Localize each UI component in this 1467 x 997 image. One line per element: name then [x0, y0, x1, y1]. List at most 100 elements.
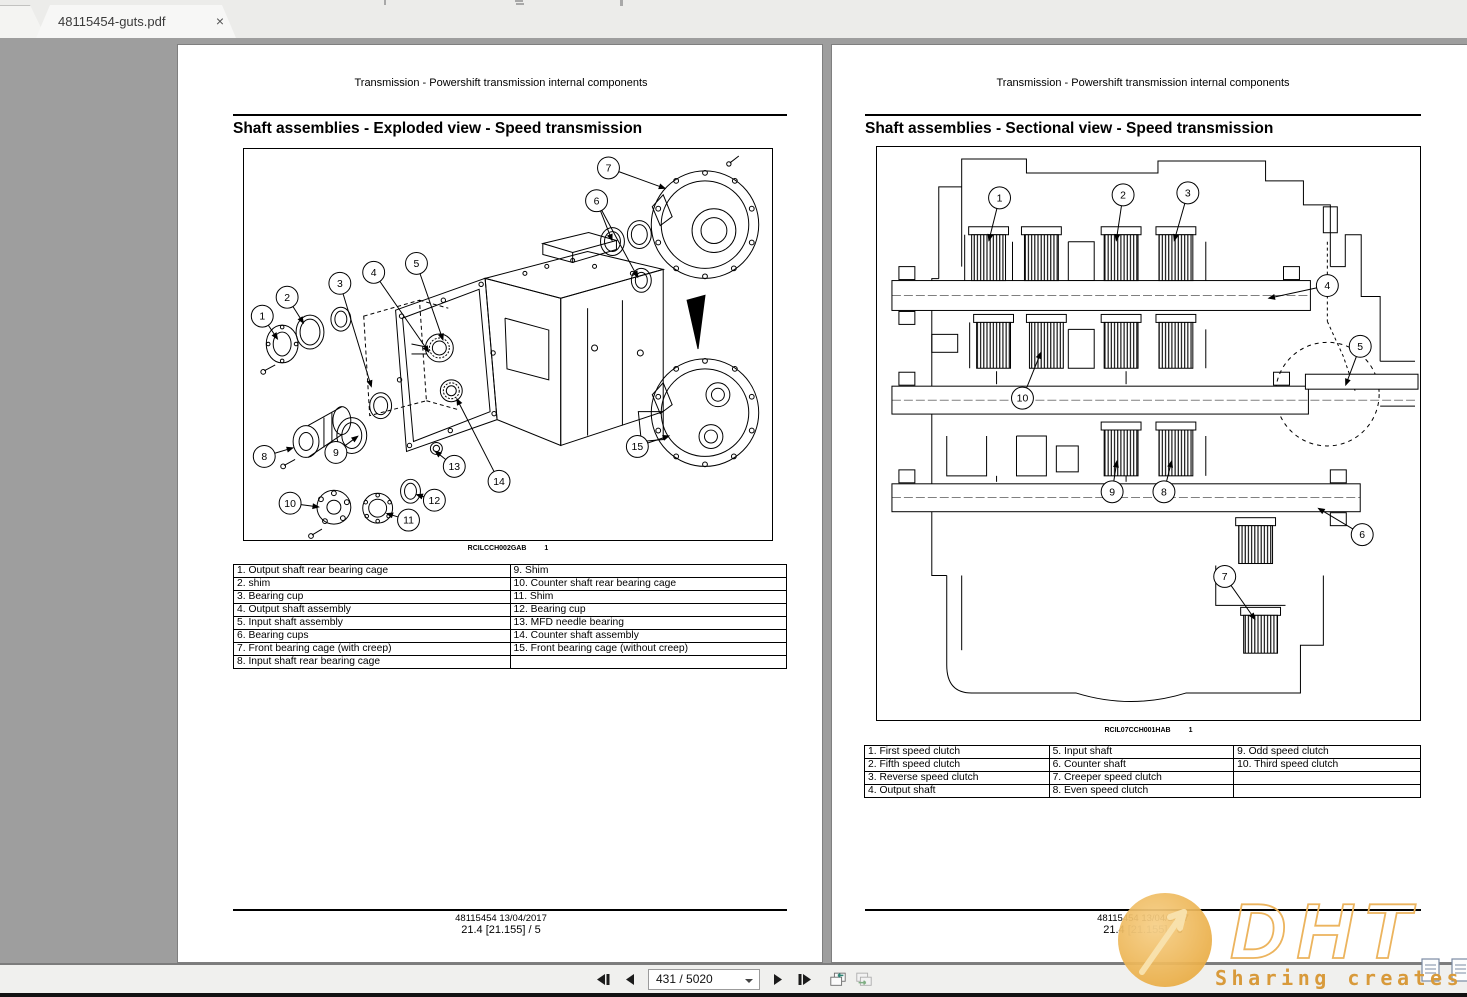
- callout-number: 14: [493, 477, 505, 488]
- previous-page-button[interactable]: [621, 972, 639, 986]
- pdf-page-left: Transmission - Powershift transmission i…: [177, 44, 823, 963]
- figure-number: 1: [544, 545, 549, 552]
- callout-number: 3: [337, 279, 343, 290]
- table-cell: 7. Creeper speed clutch: [1048, 771, 1235, 785]
- callout-number: 6: [1359, 530, 1365, 541]
- table-cell: 7. Front bearing cage (with creep): [233, 642, 511, 656]
- callout-number: 9: [333, 448, 339, 459]
- page-thumbnail-icons[interactable]: [1420, 955, 1467, 989]
- pdf-page-right: Transmission - Powershift transmission i…: [831, 44, 1467, 963]
- callout-balloon: [362, 260, 386, 284]
- table-cell: 9. Odd speed clutch: [1233, 745, 1421, 759]
- next-page-button[interactable]: [769, 972, 787, 986]
- callout-number: 2: [284, 293, 290, 304]
- table-cell: 10. Counter shaft rear bearing cage: [509, 577, 787, 591]
- footer-section-page: 21.4 [21.155] / 5: [461, 924, 541, 936]
- callout-balloon: [1100, 480, 1124, 504]
- previous-view-button[interactable]: [829, 972, 847, 986]
- section-link[interactable]: [21.155]: [1127, 924, 1168, 936]
- callout-number: 6: [594, 196, 600, 207]
- pdf-navigation-toolbar: 431 / 5020: [0, 963, 1467, 993]
- clipped-toolbar-glyph: [515, 0, 523, 2]
- callout-number: 8: [1161, 487, 1167, 498]
- callout-balloon: [250, 304, 274, 328]
- table-cell: [509, 655, 787, 669]
- callout-balloon: [275, 285, 299, 309]
- callout-balloon: [397, 508, 420, 532]
- table-row: 8. Input shaft rear bearing cage: [233, 655, 787, 669]
- callout-number: 7: [606, 163, 612, 174]
- table-cell: 8. Input shaft rear bearing cage: [233, 655, 511, 669]
- table-cell: 15. Front bearing cage (without creep): [509, 642, 787, 656]
- callout-balloon: [442, 454, 466, 478]
- callout-number: 5: [414, 259, 420, 270]
- tab-pdf-document[interactable]: 48115454-guts.pdf ×: [36, 5, 236, 38]
- footer-doc-number: 48115454 13/04/2017: [455, 913, 547, 924]
- callout-number: 4: [1324, 281, 1330, 292]
- callout-balloon: [1213, 565, 1237, 588]
- callout-number: 10: [1017, 394, 1029, 405]
- table-cell: 5. Input shaft: [1048, 745, 1235, 759]
- callout-number: 2: [1120, 190, 1126, 201]
- next-view-button[interactable]: [855, 972, 873, 986]
- callout-number: 11: [403, 516, 414, 527]
- table-cell: 9. Shim: [509, 564, 787, 578]
- footer-rule: [233, 909, 787, 911]
- callout-balloon: [278, 491, 302, 515]
- first-page-button[interactable]: [594, 972, 612, 986]
- table-row: 7. Front bearing cage (with creep)15. Fr…: [233, 642, 787, 656]
- page-header: Transmission - Powershift transmission i…: [996, 77, 1290, 89]
- tab-close-icon[interactable]: ×: [215, 13, 224, 29]
- callout-number: 1: [997, 193, 1003, 204]
- callout-balloon: [585, 189, 608, 213]
- callout-number: 5: [1357, 342, 1363, 353]
- callout-number: 10: [284, 499, 296, 510]
- callout-balloon: [252, 444, 276, 468]
- callout-balloon: [1350, 523, 1374, 547]
- footer-rule: [865, 909, 1421, 911]
- page-title: Shaft assemblies - Exploded view - Speed…: [233, 120, 643, 137]
- table-cell: [1233, 771, 1421, 785]
- callout-balloon: [324, 441, 348, 464]
- callout-balloon: [422, 488, 446, 512]
- table-cell: 10. Third speed clutch: [1233, 758, 1421, 772]
- callout-number: 4: [371, 268, 377, 279]
- table-cell: 4. Output shaft: [864, 784, 1050, 798]
- table-cell: 12. Bearing cup: [509, 603, 787, 617]
- callout-number: 7: [1222, 572, 1228, 583]
- callout-number: 9: [1109, 487, 1115, 498]
- table-cell: 6. Counter shaft: [1048, 758, 1235, 772]
- callout-balloon: [487, 469, 511, 493]
- callout-number: 12: [429, 496, 441, 507]
- last-page-button[interactable]: [796, 972, 814, 986]
- callout-balloon: [1315, 274, 1339, 298]
- clipped-toolbar-glyph: [516, 3, 524, 5]
- callout-number: 13: [448, 462, 460, 473]
- callout-balloon: [1176, 181, 1200, 205]
- footer-section-page: 21.4 [21.155] / 6: [1103, 924, 1183, 936]
- table-cell: 11. Shim: [509, 590, 787, 604]
- page-title: Shaft assemblies - Sectional view - Spee…: [865, 120, 1274, 137]
- page-dropdown-caret-icon[interactable]: [745, 978, 753, 983]
- window-bottom-edge: [0, 993, 1467, 997]
- callout-balloon: [597, 156, 620, 180]
- page-number-input[interactable]: 431 / 5020: [648, 968, 760, 990]
- callout-number: 1: [259, 312, 265, 323]
- table-cell: 2. Fifth speed clutch: [864, 758, 1050, 772]
- callout-balloon: [1348, 334, 1372, 358]
- table-cell: 1. Output shaft rear bearing cage: [233, 564, 511, 578]
- tab-title: 48115454-guts.pdf: [58, 14, 166, 29]
- table-cell: 5. Input shaft assembly: [233, 616, 511, 630]
